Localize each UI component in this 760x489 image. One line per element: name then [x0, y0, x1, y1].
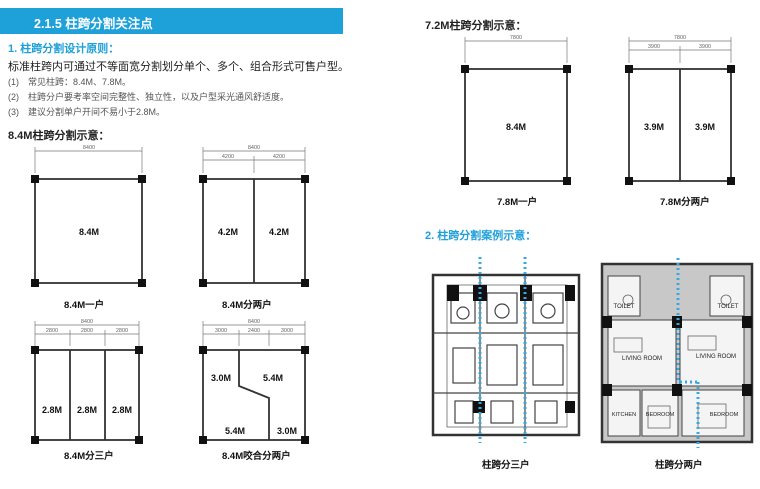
dim-2: 2400	[248, 328, 260, 334]
label-bedroom-left: BEDROOM	[646, 412, 675, 418]
label-living-left: LIVING ROOM	[622, 356, 662, 362]
dim-2: 2800	[81, 328, 93, 334]
room-label-2: 2.8M	[77, 405, 97, 415]
dim-2: 4200	[273, 154, 285, 160]
dim-total: 7800	[674, 35, 686, 41]
dim-1: 4200	[222, 154, 234, 160]
room-label-2: 5.4M	[263, 373, 283, 383]
diagram-84-two-units: 8400 4200 4200 4.2M 4.2M	[199, 145, 309, 287]
diagram-84-one-unit: 8400 8.4M	[31, 145, 146, 287]
dim-total: 8400	[248, 319, 260, 325]
caption-84-two: 8.4M分两户	[222, 300, 272, 311]
room-label-2: 4.2M	[269, 227, 289, 237]
caption-84-one: 8.4M一户	[64, 300, 105, 311]
dim-2: 3900	[699, 44, 711, 50]
list-item-1: (1) 常见柱跨：8.4M、7.8M。	[8, 77, 132, 87]
dim-total: 8400	[81, 319, 93, 325]
room-label-1: 3.0M	[211, 373, 231, 383]
room-label-2: 3.9M	[695, 122, 715, 132]
label-kitchen: KITCHEN	[612, 412, 636, 418]
diagram-78-two-units: 7800 3900 3900 3.9M 3.9M	[625, 35, 735, 185]
design-principles-heading: 1. 柱跨分割设计原则：	[8, 43, 120, 55]
room-label-1: 3.9M	[644, 122, 664, 132]
diagram-84-interlock-units: 8400 3000 2400 3000 3.0M 5.4M 5.4M 3.0M	[199, 319, 309, 444]
span-72-subheading: 7.2M柱跨分割示意：	[425, 20, 527, 32]
label-toilet-right: TOILET	[718, 304, 739, 310]
caption-plan-three: 柱跨分三户	[482, 460, 530, 471]
room-label-4: 3.0M	[277, 426, 297, 436]
room-label-1: 4.2M	[218, 227, 238, 237]
caption-84-interlock: 8.4M咬合分两户	[222, 451, 291, 462]
diagram-78-one-unit: 7800 8.4M	[461, 35, 571, 185]
dim-total: 8400	[83, 145, 95, 151]
span-84-subheading: 8.4M柱跨分割示意：	[8, 130, 110, 142]
floor-plan-three-units	[431, 257, 581, 443]
dim-total: 8400	[248, 145, 260, 151]
caption-78-one: 7.8M一户	[497, 197, 538, 208]
dim-1: 3900	[648, 44, 660, 50]
dim-3: 3000	[281, 328, 293, 334]
label-toilet-left: TOILET	[614, 304, 635, 310]
label-bedroom-right: BEDROOM	[710, 412, 739, 418]
room-label: 8.4M	[506, 122, 526, 132]
diagram-84-three-units: 8400 2800 2800 2800 2.8M 2.8M 2.8M	[31, 319, 143, 444]
caption-plan-two: 柱跨分两户	[655, 460, 703, 471]
label-living-right: LIVING ROOM	[696, 354, 736, 360]
dim-1: 3000	[215, 328, 227, 334]
room-label-3: 5.4M	[225, 426, 245, 436]
floor-plan-two-units: TOILET TOILET LIVING ROOM LIVING ROOM KI…	[600, 258, 754, 448]
list-item-3: (3) 建议分割单户开间不易小于2.8M。	[8, 107, 166, 117]
room-label-1: 2.8M	[42, 405, 62, 415]
section-title: 2.1.5 柱跨分割关注点	[34, 17, 153, 31]
dim-1: 2800	[46, 328, 58, 334]
section-header-bar: 2.1.5 柱跨分割关注点	[0, 8, 343, 34]
list-item-2: (2) 柱跨分户要考率空间完整性、独立性，以及户型采光通风舒适度。	[8, 92, 290, 102]
intro-text: 标准柱跨内可通过不等面宽分割划分单个、多个、组合形式可售户型。	[8, 61, 349, 73]
dim-total: 7800	[510, 35, 522, 41]
caption-78-two: 7.8M分两户	[660, 197, 710, 208]
room-label: 8.4M	[79, 227, 99, 237]
room-label-3: 2.8M	[112, 405, 132, 415]
case-heading: 2. 柱跨分割案例示意：	[425, 230, 537, 242]
dim-3: 2800	[116, 328, 128, 334]
caption-84-three: 8.4M分三户	[64, 451, 114, 462]
